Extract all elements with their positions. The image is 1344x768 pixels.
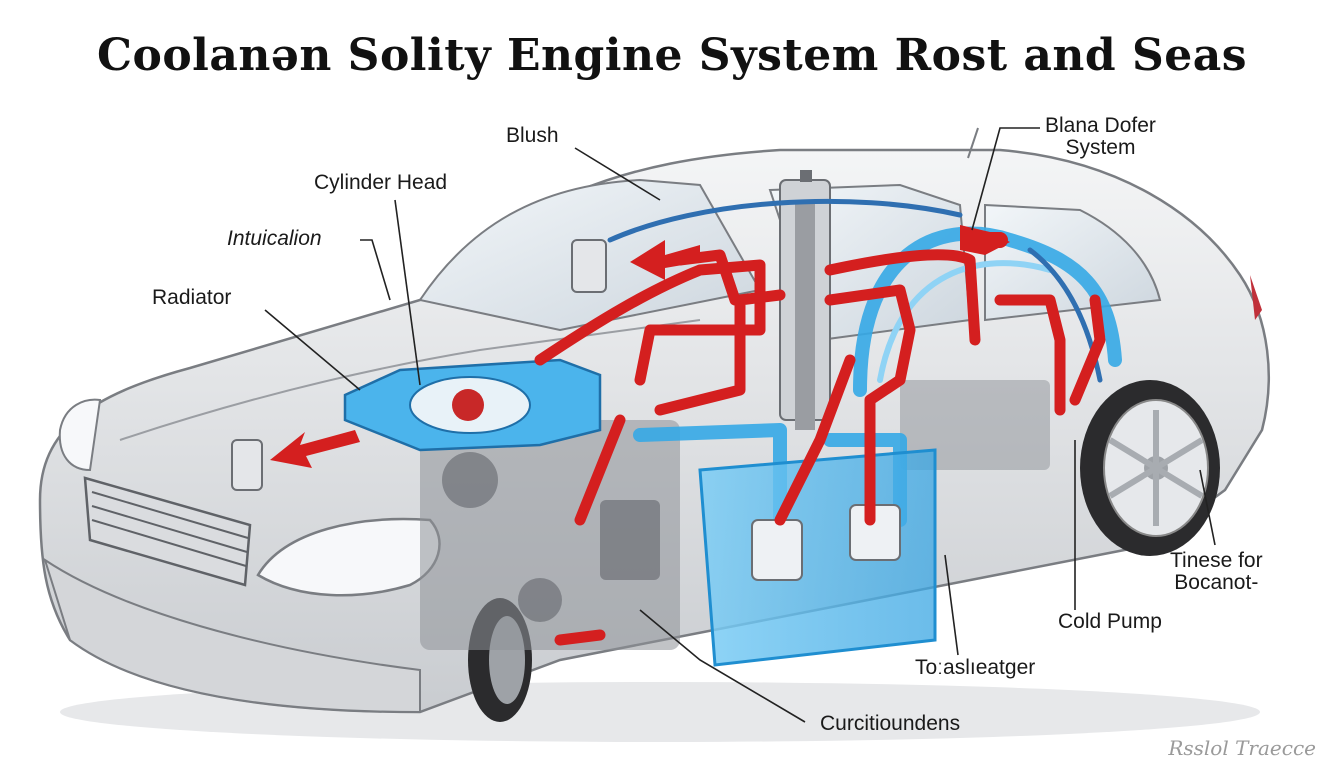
leader-curcitioundens [639,609,806,723]
leader-tinese [1199,469,1216,546]
coolant-reservoir [698,448,937,667]
top-bracket [571,239,607,293]
label-tinese-line1: Tinese for [1170,549,1263,572]
front-bumper [43,557,421,714]
leader-lines [264,127,1216,723]
central-column [779,170,831,430]
flow-arrow-right [960,225,1010,255]
label-blana-dofer-line1: Blana Dofer [1045,114,1156,137]
flow-arrows [270,225,1010,468]
leader-cylinder-head [394,199,421,386]
label-tinese-for: Tinese for Bocanot- [1170,549,1263,595]
engine-block [420,380,1050,650]
leader-radiator [264,309,361,391]
tail-light [1250,275,1262,320]
leader-blush [574,147,661,201]
flow-arrow-top [630,240,700,280]
flow-arrow-front [270,430,360,468]
label-curcitioundens: Curcitioundens [820,712,961,735]
label-blush: Blush [506,124,559,147]
leader-blana-dofer [971,127,1040,231]
label-cold-pump: Cold Pump [1058,610,1162,633]
label-blana-dofer: Blana Dofer System [1045,114,1156,160]
front-grille [83,476,252,587]
watermark: Rsslol Traecce [1168,736,1316,760]
hot-coolant-pipes [534,232,1106,646]
leader-intuicalion [360,239,391,301]
rear-wheel [1080,380,1220,556]
leader-toashetger [944,554,959,656]
label-intuicalion: Intuicalion [227,227,322,250]
label-radiator: Radiator [152,286,232,309]
hood-line [119,319,701,441]
left-headlight [58,398,102,472]
front-bracket [231,439,263,491]
radiator [343,358,602,452]
label-bocanot-line2: Bocanot- [1174,571,1259,595]
label-system-line2: System [1065,136,1136,160]
label-toashetger: Toːaslıeatger [915,656,1036,679]
antenna [967,127,979,159]
label-cylinder-head: Cylinder Head [314,171,448,194]
diagram-title: Coolanən Solity Engine System Rost and S… [96,30,1248,81]
